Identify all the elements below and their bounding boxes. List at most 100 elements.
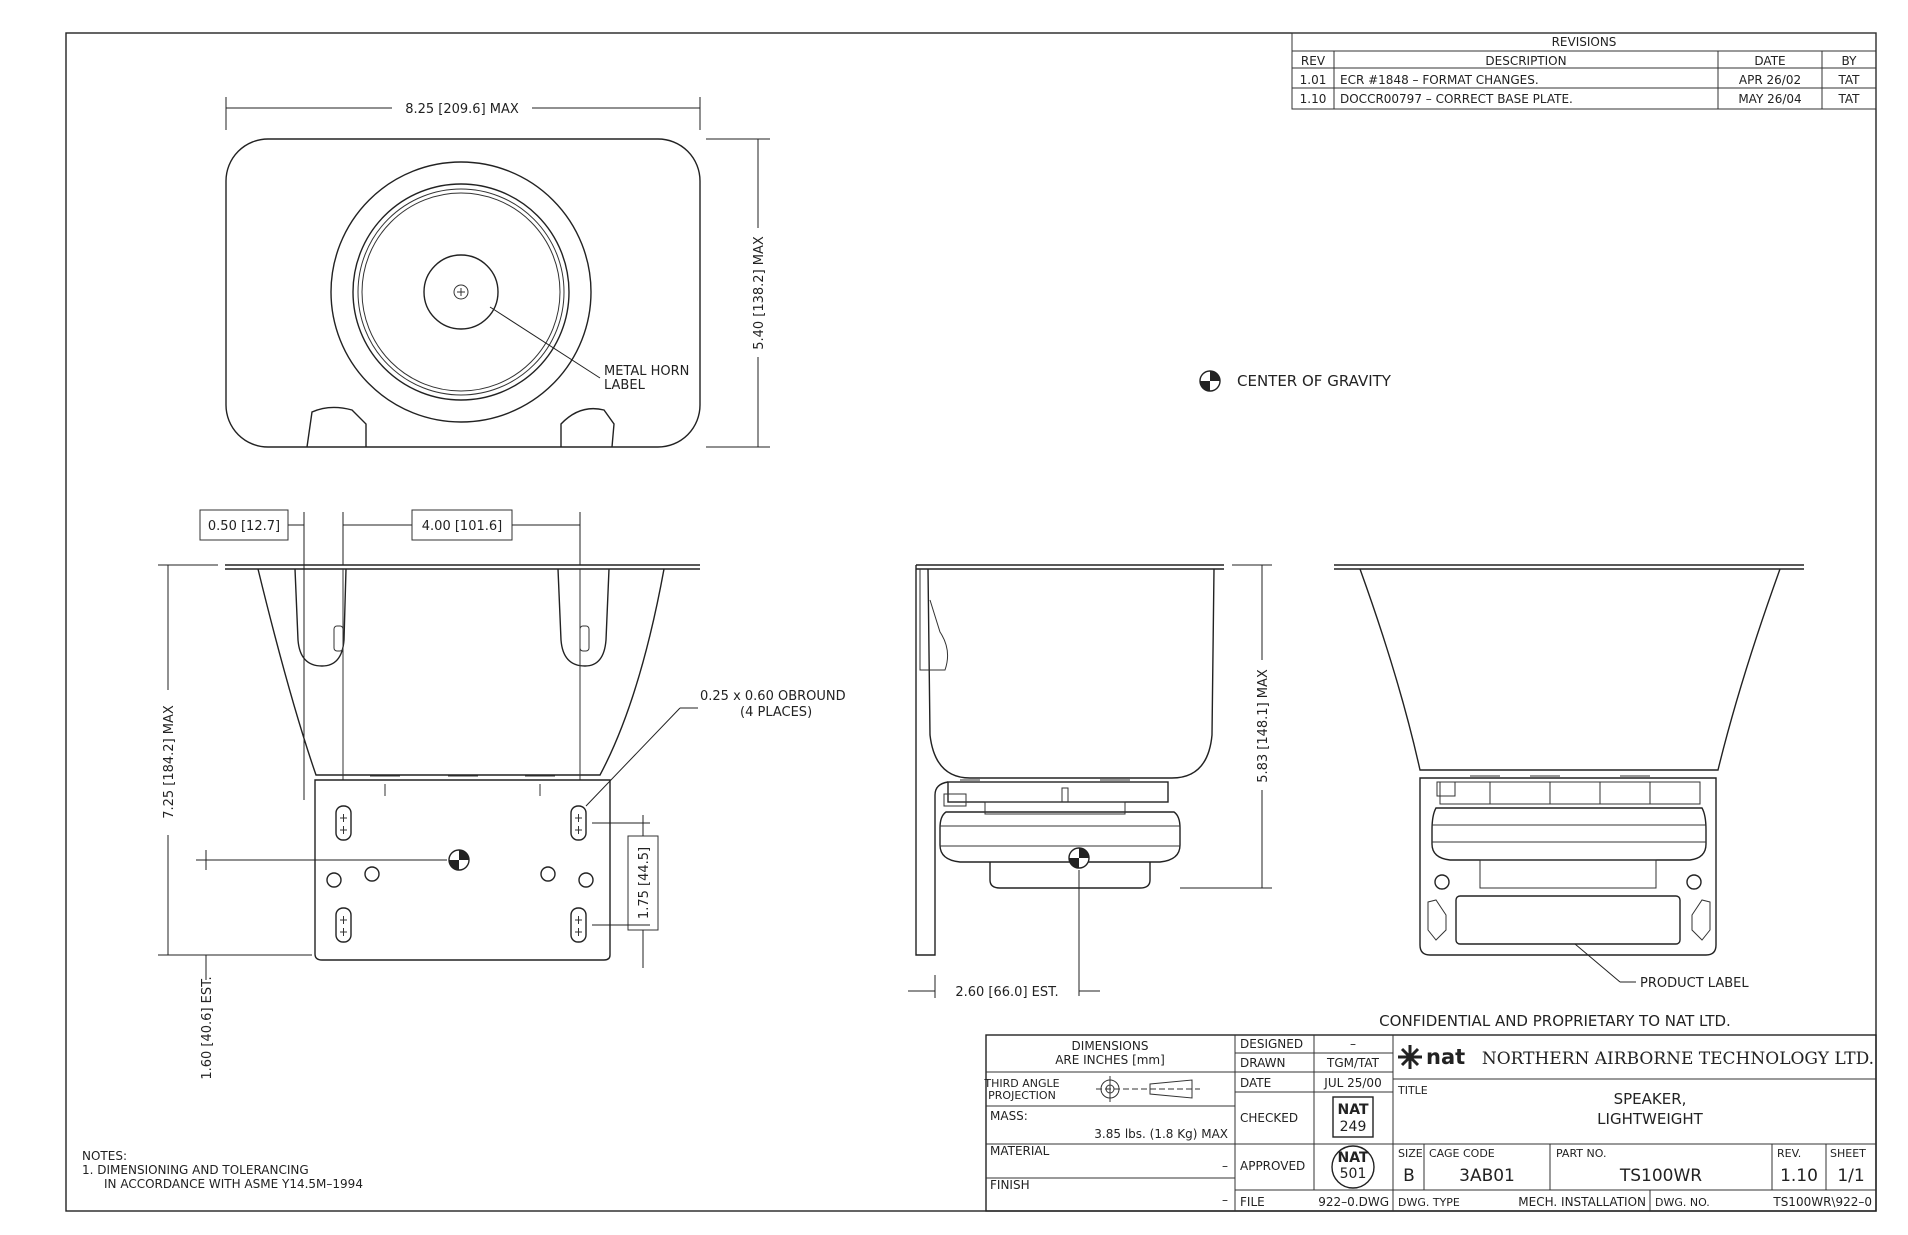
- notes-title: NOTES:: [82, 1149, 127, 1163]
- rear-mounting-plate: [1419, 777, 1717, 956]
- front-view: 0.50 [12.7] 4.00 [101.6] 7.25 [184.2] MA…: [158, 509, 846, 1080]
- edge-offset-dimension: 0.50 [12.7]: [208, 519, 280, 534]
- horn-outline: [225, 138, 701, 448]
- drawn-label: DRAWN: [1240, 1056, 1286, 1070]
- size-label: SIZE: [1398, 1147, 1423, 1160]
- cog-marker-icon: [1068, 847, 1090, 869]
- mounting-plate: [314, 779, 611, 961]
- designed-label: DESIGNED: [1240, 1037, 1303, 1051]
- cage-code-label: CAGE CODE: [1429, 1147, 1495, 1160]
- rear-view: PRODUCT LABEL: [1334, 564, 1804, 991]
- obround-slot: [335, 805, 352, 841]
- horn-label-circle: [423, 254, 499, 330]
- date-value: JUL 25/00: [1323, 1076, 1381, 1090]
- nat-star-icon: [1398, 1045, 1422, 1069]
- revision-row-date: MAY 26/04: [1738, 92, 1801, 106]
- vertical-slot-dimension: 1.75 [44.5]: [637, 847, 652, 919]
- by-col-header: BY: [1842, 54, 1858, 68]
- notes: NOTES: 1. DIMENSIONING AND TOLERANCING I…: [82, 1149, 363, 1191]
- top-view: METAL HORN LABEL 8.25 [209.6] MAX 5.40 […: [225, 97, 770, 448]
- part-no-value: TS100WR: [1619, 1166, 1702, 1186]
- cog-legend: CENTER OF GRAVITY: [1199, 370, 1392, 392]
- obround-slot: [570, 907, 587, 943]
- rev-label: REV.: [1777, 1147, 1801, 1160]
- approved-label: APPROVED: [1240, 1159, 1305, 1173]
- checked-label: CHECKED: [1240, 1111, 1298, 1125]
- cog-symbol-icon: [1199, 370, 1221, 392]
- confidential-notice: CONFIDENTIAL AND PROPRIETARY TO NAT LTD.: [1379, 1012, 1731, 1030]
- note-line: 1. DIMENSIONING AND TOLERANCING: [82, 1163, 309, 1177]
- size-value: B: [1403, 1166, 1415, 1186]
- checked-stamp-text: 249: [1340, 1119, 1367, 1135]
- drawing-title: LIGHTWEIGHT: [1597, 1110, 1703, 1128]
- date-col-header: DATE: [1754, 54, 1785, 68]
- title-block: CONFIDENTIAL AND PROPRIETARY TO NAT LTD.…: [983, 1012, 1877, 1212]
- projection-label: THIRD ANGLE: [983, 1077, 1059, 1090]
- obround-slot: [335, 907, 352, 943]
- desc-col-header: DESCRIPTION: [1485, 54, 1566, 68]
- drawing-title: SPEAKER,: [1614, 1090, 1687, 1108]
- cog-height-dimension: 1.60 [40.6] EST.: [200, 976, 215, 1079]
- logo-text: nat: [1426, 1045, 1465, 1069]
- checked-stamp: NAT 249: [1332, 1096, 1374, 1138]
- sheet-border: [65, 32, 1877, 1212]
- company-name: NORTHERN AIRBORNE TECHNOLOGY LTD.: [1482, 1049, 1874, 1069]
- cog-marker-icon: [448, 849, 470, 871]
- mass-value: 3.85 lbs. (1.8 Kg) MAX: [1094, 1127, 1228, 1141]
- overall-height-dimension: 7.25 [184.2] MAX: [162, 705, 177, 819]
- title-label: TITLE: [1397, 1084, 1428, 1097]
- nat-logo: nat: [1398, 1045, 1465, 1069]
- revision-row-desc: ECR #1848 – FORMAT CHANGES.: [1340, 73, 1539, 87]
- approved-stamp-text: NAT: [1337, 1150, 1368, 1166]
- revision-row-rev: 1.10: [1300, 92, 1327, 106]
- date-label: DATE: [1240, 1076, 1271, 1090]
- obround-callout: (4 PLACES): [740, 705, 812, 720]
- finish-value: –: [1222, 1193, 1228, 1207]
- revision-row-desc: DOCCR00797 – CORRECT BASE PLATE.: [1340, 92, 1573, 106]
- width-dimension: 8.25 [209.6] MAX: [405, 102, 519, 117]
- drawn-value: TGM/TAT: [1326, 1056, 1380, 1070]
- sheet-value: 1/1: [1837, 1166, 1864, 1186]
- metal-horn-label-callout: LABEL: [604, 378, 646, 393]
- side-height-dimension: 5.83 [148.1] MAX: [1256, 669, 1271, 783]
- cog-legend-text: CENTER OF GRAVITY: [1237, 372, 1392, 390]
- part-no-label: PART NO.: [1556, 1147, 1606, 1160]
- sheet-label: SHEET: [1830, 1147, 1866, 1160]
- finish-label: FINISH: [990, 1178, 1030, 1192]
- dwg-type-label: DWG. TYPE: [1398, 1196, 1460, 1209]
- file-value: 922–0.DWG: [1318, 1195, 1389, 1209]
- revision-row-by: TAT: [1837, 92, 1860, 106]
- dimensions-note: DIMENSIONS: [1072, 1039, 1149, 1053]
- dwg-type-value: MECH. INSTALLATION: [1518, 1195, 1646, 1209]
- side-cog-dimension: 2.60 [66.0] EST.: [955, 985, 1058, 1000]
- revisions-table: REVISIONS REV DESCRIPTION DATE BY 1.01 E…: [1291, 32, 1877, 110]
- side-view: 5.83 [148.1] MAX 2.60 [66.0] EST.: [908, 564, 1272, 1000]
- mass-label: MASS:: [990, 1109, 1028, 1123]
- rev-value: 1.10: [1780, 1166, 1818, 1186]
- checked-stamp-text: NAT: [1337, 1102, 1368, 1118]
- product-label-area: [1455, 895, 1681, 945]
- material-label: MATERIAL: [990, 1144, 1050, 1158]
- obround-slot: [570, 805, 587, 841]
- dwg-no-value: TS100WR\922–0: [1772, 1195, 1872, 1209]
- metal-horn-label-callout: METAL HORN: [604, 364, 689, 379]
- file-label: FILE: [1240, 1195, 1265, 1209]
- approved-stamp-text: 501: [1340, 1166, 1367, 1182]
- dwg-no-label: DWG. NO.: [1655, 1196, 1710, 1209]
- projection-label: PROJECTION: [988, 1089, 1056, 1102]
- designed-value: –: [1350, 1037, 1356, 1051]
- material-value: –: [1222, 1159, 1228, 1173]
- revision-row-by: TAT: [1837, 73, 1860, 87]
- dimensions-note: ARE INCHES [mm]: [1055, 1053, 1165, 1067]
- product-label-callout: PRODUCT LABEL: [1640, 976, 1749, 991]
- revision-row-date: APR 26/02: [1739, 73, 1801, 87]
- cage-code-value: 3AB01: [1459, 1166, 1515, 1186]
- revision-row-rev: 1.01: [1300, 73, 1327, 87]
- slot-spacing-dimension: 4.00 [101.6]: [422, 519, 502, 534]
- height-dimension: 5.40 [138.2] MAX: [752, 236, 767, 350]
- obround-callout: 0.25 x 0.60 OBROUND: [700, 689, 846, 704]
- revisions-header: REVISIONS: [1552, 35, 1617, 49]
- third-angle-projection-icon: [1096, 1076, 1200, 1102]
- rev-col-header: REV: [1301, 54, 1326, 68]
